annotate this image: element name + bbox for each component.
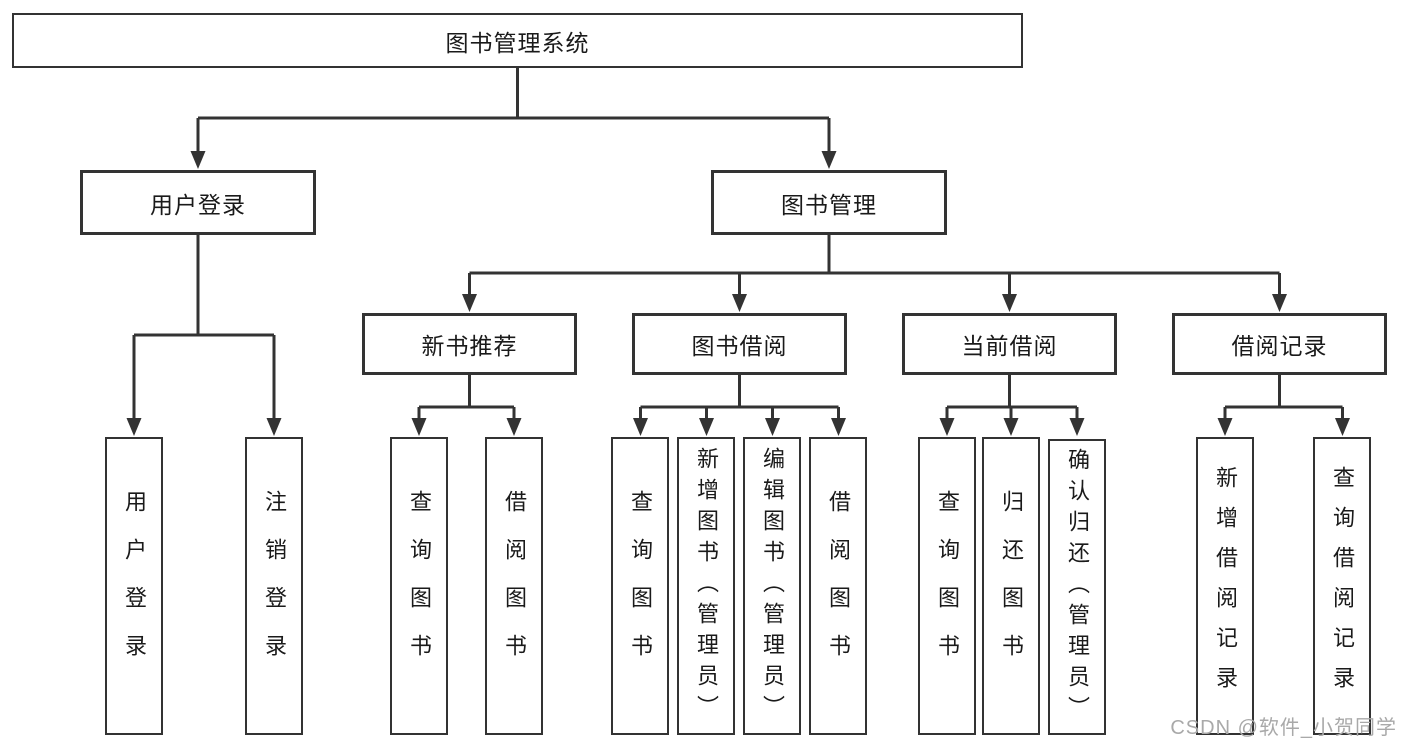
node-label: 新书推荐 xyxy=(421,333,518,359)
node-user-login: 用户登录 xyxy=(80,170,316,235)
node-label: 用户登录 xyxy=(150,191,246,218)
node-label: 借阅图书 xyxy=(502,490,527,682)
node-new-book-recommend: 新书推荐 xyxy=(362,313,577,375)
connector-book-management xyxy=(468,235,1281,296)
leaf-add-books-admin: 新增图书（管理员） xyxy=(677,437,735,735)
arrowhead xyxy=(1003,418,1019,436)
node-label: 确认归还（管理员） xyxy=(1065,447,1090,727)
arrowhead xyxy=(190,151,206,169)
leaf-query-books-borrow: 查询图书 xyxy=(611,437,669,735)
node-label: 归还图书 xyxy=(999,490,1024,682)
node-label: 用户登录 xyxy=(122,490,147,682)
node-book-borrow: 图书借阅 xyxy=(632,313,847,375)
node-label: 新增借阅记录 xyxy=(1213,466,1238,706)
leaf-edit-books-admin: 编辑图书（管理员） xyxy=(743,437,801,735)
leaf-return-books: 归还图书 xyxy=(982,437,1040,735)
node-current-borrow: 当前借阅 xyxy=(902,313,1117,375)
arrowhead xyxy=(462,294,477,312)
arrowhead xyxy=(939,418,955,436)
arrowhead xyxy=(1335,418,1350,436)
arrowhead xyxy=(1069,418,1085,436)
node-book-management: 图书管理 xyxy=(711,170,947,235)
leaf-confirm-return-admin: 确认归还（管理员） xyxy=(1048,439,1106,735)
arrowhead xyxy=(765,418,780,436)
node-label: 编辑图书（管理员） xyxy=(760,446,785,726)
leaf-query-books-current: 查询图书 xyxy=(918,437,976,735)
arrowhead xyxy=(1002,294,1017,312)
node-label: 新增图书（管理员） xyxy=(694,446,719,726)
arrowhead xyxy=(1272,294,1287,312)
connector-borrow-records xyxy=(1223,375,1344,420)
arrowhead xyxy=(831,418,846,436)
arrowhead xyxy=(126,418,142,436)
leaf-query-books-recommend: 查询图书 xyxy=(390,437,448,735)
node-label: 图书管理 xyxy=(781,191,877,218)
arrowhead xyxy=(699,418,714,436)
node-label: 图书借阅 xyxy=(691,333,788,359)
node-label: 借阅记录 xyxy=(1231,333,1328,359)
leaf-user-login: 用户登录 xyxy=(105,437,163,735)
node-label: 查询图书 xyxy=(628,490,653,682)
connector-book-borrow xyxy=(639,375,840,420)
leaf-borrow-books-recommend: 借阅图书 xyxy=(485,437,543,735)
arrowhead xyxy=(633,418,648,436)
arrowhead xyxy=(506,418,522,436)
csdn-watermark: CSDN @软件_小贺同学 xyxy=(1170,717,1397,739)
node-label: 注销登录 xyxy=(262,490,287,682)
node-label: 查询借阅记录 xyxy=(1330,466,1355,706)
node-label: 查询图书 xyxy=(935,490,960,682)
arrowhead xyxy=(411,418,427,436)
leaf-query-borrow-record: 查询借阅记录 xyxy=(1313,437,1371,735)
node-label: 当前借阅 xyxy=(961,333,1058,359)
connector-current-borrow xyxy=(945,375,1079,420)
arrowhead xyxy=(266,418,282,436)
node-root: 图书管理系统 xyxy=(12,13,1023,68)
arrowhead xyxy=(821,151,837,169)
leaf-add-borrow-record: 新增借阅记录 xyxy=(1196,437,1254,735)
node-label: 借阅图书 xyxy=(826,490,851,682)
arrowhead xyxy=(1217,418,1233,436)
leaf-borrow-books: 借阅图书 xyxy=(809,437,867,735)
arrowhead xyxy=(732,294,747,312)
connector-new-book-recommend xyxy=(417,375,516,420)
node-borrow-records: 借阅记录 xyxy=(1172,313,1387,375)
node-label: 查询图书 xyxy=(407,490,432,682)
connector-root xyxy=(196,68,831,153)
connector-user-login xyxy=(132,235,276,420)
node-label: 图书管理系统 xyxy=(445,29,590,56)
leaf-logout-login: 注销登录 xyxy=(245,437,303,735)
